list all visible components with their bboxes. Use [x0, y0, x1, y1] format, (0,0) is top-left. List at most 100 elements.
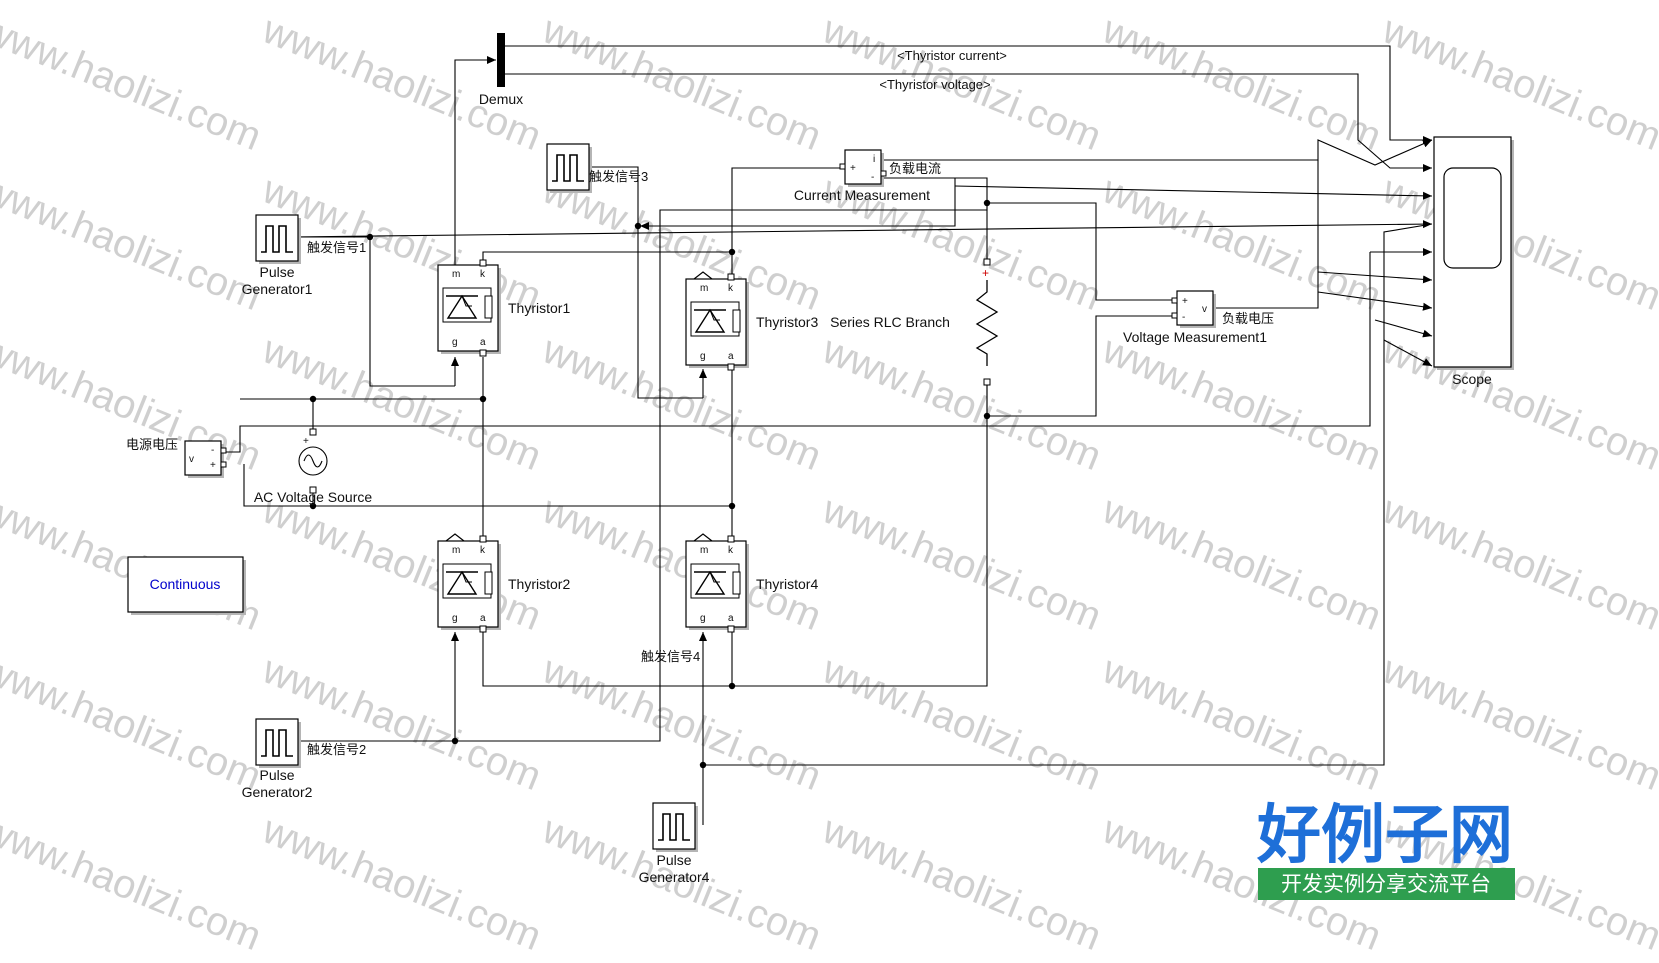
voltage-meas-minus: - [1182, 312, 1185, 323]
thyristor-block-2[interactable]: m k g a Thyristor2 [437, 533, 570, 633]
logo-title: 好例子网 [1256, 799, 1513, 873]
scope-block[interactable]: Scope [1433, 136, 1514, 387]
watermark-text: www.haolizi.com [536, 327, 828, 479]
thyristor-label: Thyristor4 [756, 576, 818, 592]
pulse-generator-3[interactable] [546, 143, 592, 193]
watermark-text: www.haolizi.com [0, 647, 267, 799]
current-measurement-block[interactable]: + - i Current Measurement [794, 149, 930, 203]
pulse-generator-1[interactable] [255, 214, 301, 264]
voltage-meas-v: v [1202, 304, 1207, 315]
watermark-text: www.haolizi.com [1376, 167, 1659, 319]
demux-label: Demux [479, 91, 523, 107]
sine-wave-icon [303, 454, 323, 468]
thyristor-port-m: m [700, 545, 708, 556]
rlc-plus: + [982, 266, 989, 280]
thyristor-label: Thyristor3 [756, 314, 818, 330]
thyristor-port-k: k [480, 269, 486, 280]
pulse-generator-2[interactable] [255, 718, 301, 768]
watermark-text: www.haolizi.com [1096, 327, 1388, 479]
voltage-measurement-label: Voltage Measurement1 [1123, 329, 1267, 345]
thyristor-port-a: a [728, 351, 734, 362]
watermark-text: www.haolizi.com [536, 487, 828, 639]
thyristor-label: Thyristor1 [508, 300, 570, 316]
load-current-signal: 负载电流 [889, 161, 941, 176]
thyristor-port-m: m [452, 269, 460, 280]
watermark-text: www.haolizi.com [1096, 487, 1388, 639]
signal-labels: <Thyristor current> <Thyristor voltage> … [126, 48, 1274, 757]
powergui-continuous-block[interactable]: Continuous [127, 556, 246, 615]
junction-dots [309, 199, 991, 769]
scope-label: Scope [1452, 371, 1492, 387]
trigger-4-signal: 触发信号4 [641, 649, 700, 664]
thyristor-port-g: g [452, 613, 458, 624]
source-voltage-measurement-block[interactable]: v - + [184, 440, 227, 478]
pulse-generator-4[interactable] [652, 802, 698, 852]
watermark-text: www.haolizi.com [0, 7, 267, 159]
ac-voltage-source[interactable]: + AC Voltage Source [254, 428, 373, 505]
thyristor-port-m: m [452, 545, 460, 556]
current-meas-plus: + [850, 163, 856, 174]
watermark-text: www.haolizi.com [0, 167, 267, 319]
thyristor-current-signal: <Thyristor current> [897, 48, 1007, 63]
voltage-measurement-block[interactable]: + - v Voltage Measurement1 [1123, 290, 1267, 345]
ac-voltage-source-label: AC Voltage Source [254, 489, 373, 505]
thyristor-port-g: g [700, 351, 706, 362]
continuous-label: Continuous [150, 576, 221, 592]
series-rlc-label: Series RLC Branch [830, 314, 950, 330]
trigger-1-signal: 触发信号1 [307, 240, 366, 255]
source-meas-plus: + [210, 460, 216, 471]
thyristor-label: Thyristor2 [508, 576, 570, 592]
watermark-text: www.haolizi.com [256, 807, 548, 959]
watermark-text: www.haolizi.com [816, 807, 1108, 959]
watermark-text: www.haolizi.com [816, 647, 1108, 799]
logo-subtitle: 开发实例分享交流平台 [1281, 872, 1491, 896]
watermark-text: www.haolizi.com [1376, 647, 1659, 799]
watermark-text: www.haolizi.com [1376, 7, 1659, 159]
watermark-text: www.haolizi.com [816, 487, 1108, 639]
watermark-text: www.haolizi.com [816, 327, 1108, 479]
watermark-text: www.haolizi.com [256, 487, 548, 639]
thyristor-block-3[interactable]: m k g a Thyristor3 [685, 271, 818, 371]
watermark-text: www.haolizi.com [1376, 327, 1659, 479]
watermark-text: www.haolizi.com [1096, 7, 1388, 159]
thyristor-port-k: k [480, 545, 486, 556]
watermark-text: www.haolizi.com [536, 7, 828, 159]
thyristor-port-g: g [700, 613, 706, 624]
current-meas-minus: - [871, 172, 874, 183]
watermark-text: www.haolizi.com [1096, 647, 1388, 799]
thyristor-port-a: a [728, 613, 734, 624]
resistor-icon [975, 280, 999, 366]
wires [222, 45, 1433, 825]
source-meas-minus: - [211, 445, 214, 456]
trigger-2-signal: 触发信号2 [307, 742, 366, 757]
watermark-text: www.haolizi.com [1376, 487, 1659, 639]
series-rlc-branch[interactable]: + Series RLC Branch [830, 258, 999, 386]
source-voltage-signal: 电源电压 [126, 437, 178, 452]
trigger-3-signal: 触发信号3 [589, 169, 648, 184]
voltage-meas-plus: + [1182, 296, 1188, 307]
current-measurement-label: Current Measurement [794, 187, 930, 203]
watermark-text: www.haolizi.com [0, 327, 267, 479]
ac-source-plus: + [303, 436, 309, 447]
logo-band [1258, 868, 1515, 900]
demux-block[interactable]: Demux [479, 33, 523, 107]
watermark-text: www.haolizi.com [536, 647, 828, 799]
watermark-text: www.haolizi.com [0, 807, 267, 959]
thyristor-port-m: m [700, 283, 708, 294]
source-meas-v: v [189, 454, 194, 465]
thyristor-port-a: a [480, 613, 486, 624]
load-voltage-signal: 负载电压 [1222, 311, 1274, 326]
haolizi-logo: 好例子网 开发实例分享交流平台 [1256, 799, 1515, 900]
thyristor-port-k: k [728, 283, 734, 294]
thyristor-port-a: a [480, 337, 486, 348]
scope-screen-icon [1443, 167, 1502, 269]
thyristor-voltage-signal: <Thyristor voltage> [879, 77, 990, 92]
